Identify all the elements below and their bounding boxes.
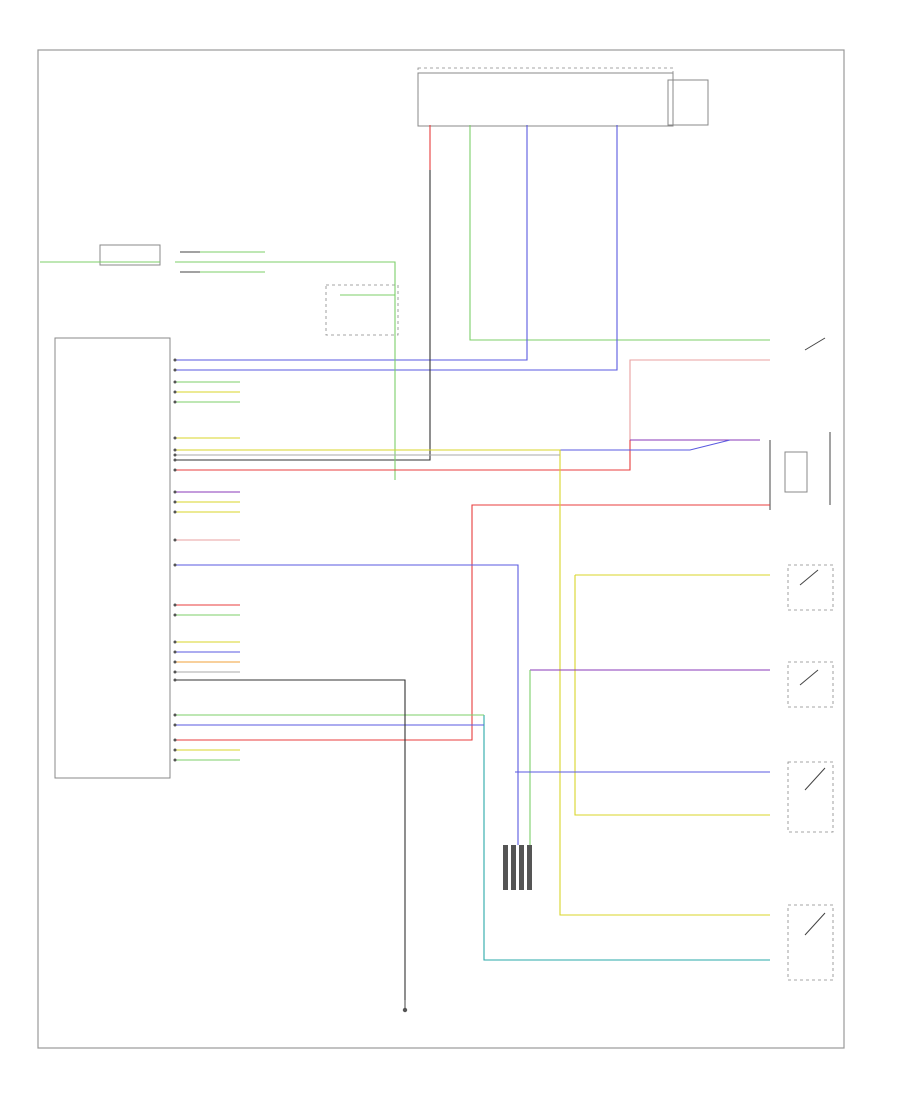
- wire-green-0: [469, 125, 770, 341]
- center-connector-pin-2: [511, 845, 516, 890]
- wire-yellow-13: [175, 449, 770, 916]
- module-pin-12: [173, 510, 177, 514]
- switch-1-contact: [799, 569, 819, 586]
- ground-symbol: [402, 1000, 408, 1013]
- wire-blue-10: [175, 439, 731, 451]
- wire-black-4: [175, 170, 431, 461]
- module-pin-17: [173, 640, 177, 644]
- module-pin-13: [173, 538, 177, 542]
- wire-red-11: [175, 504, 770, 741]
- switch-4-contact: [804, 912, 826, 936]
- lamp-box: [784, 451, 808, 493]
- module-pin-4: [173, 400, 177, 404]
- fuse-block-outline: [417, 67, 674, 127]
- control-module-box: [54, 337, 171, 779]
- module-pin-8: [173, 458, 177, 462]
- module-pins: [173, 358, 177, 762]
- module-pin-5: [173, 436, 177, 440]
- module-pin-7: [173, 453, 177, 457]
- module-pin-26: [173, 758, 177, 762]
- module-pin-23: [173, 723, 177, 727]
- switch-box-1: [787, 564, 834, 611]
- module-pin-15: [173, 603, 177, 607]
- module-pin-3: [173, 390, 177, 394]
- center-connector: [503, 845, 532, 890]
- wire-blue-12: [175, 564, 519, 845]
- door-switch-group: [787, 337, 834, 981]
- diagram-frame: [37, 49, 845, 1049]
- center-connector-pin-1: [503, 845, 508, 890]
- module-pin-2: [173, 380, 177, 384]
- module-pin-11: [173, 500, 177, 504]
- wire-black-22: [175, 679, 406, 1000]
- module-pin-1: [173, 368, 177, 372]
- switch-2-contact: [799, 669, 819, 686]
- module-pin-24: [173, 738, 177, 742]
- fuse-block: [417, 72, 674, 127]
- wire-blue-1: [175, 125, 528, 361]
- wire-yellow-15: [574, 575, 770, 816]
- ignition-switch: [99, 244, 265, 273]
- center-connector-pin-4: [527, 845, 532, 890]
- switch-box-2: [787, 661, 834, 708]
- module-pin-18: [173, 650, 177, 654]
- switch-box-4: [787, 904, 834, 981]
- module-pin-21: [173, 678, 177, 682]
- switch-0-contact: [804, 337, 826, 351]
- ground-point: [402, 1007, 408, 1013]
- wires: [40, 125, 770, 1000]
- wire-green-5: [175, 261, 396, 480]
- fuse-block-label-box: [667, 79, 709, 126]
- module-pin-16: [173, 613, 177, 617]
- wire-pink-8: [629, 359, 770, 440]
- wire-blue-2: [175, 125, 618, 371]
- module-pin-9: [173, 468, 177, 472]
- switch-box-3: [787, 761, 834, 833]
- module-pin-19: [173, 660, 177, 664]
- switch-3-contact: [804, 767, 826, 791]
- ignition-switch-box: [99, 244, 161, 266]
- module-pin-22: [173, 713, 177, 717]
- center-connector-pin-3: [519, 845, 524, 890]
- module-pin-14: [173, 563, 177, 567]
- module-pin-0: [173, 358, 177, 362]
- module-pin-20: [173, 670, 177, 674]
- module-pin-25: [173, 748, 177, 752]
- module-pin-6: [173, 448, 177, 452]
- module-pin-10: [173, 490, 177, 494]
- wire-teal-19: [483, 715, 770, 961]
- junction-connector: [325, 284, 399, 336]
